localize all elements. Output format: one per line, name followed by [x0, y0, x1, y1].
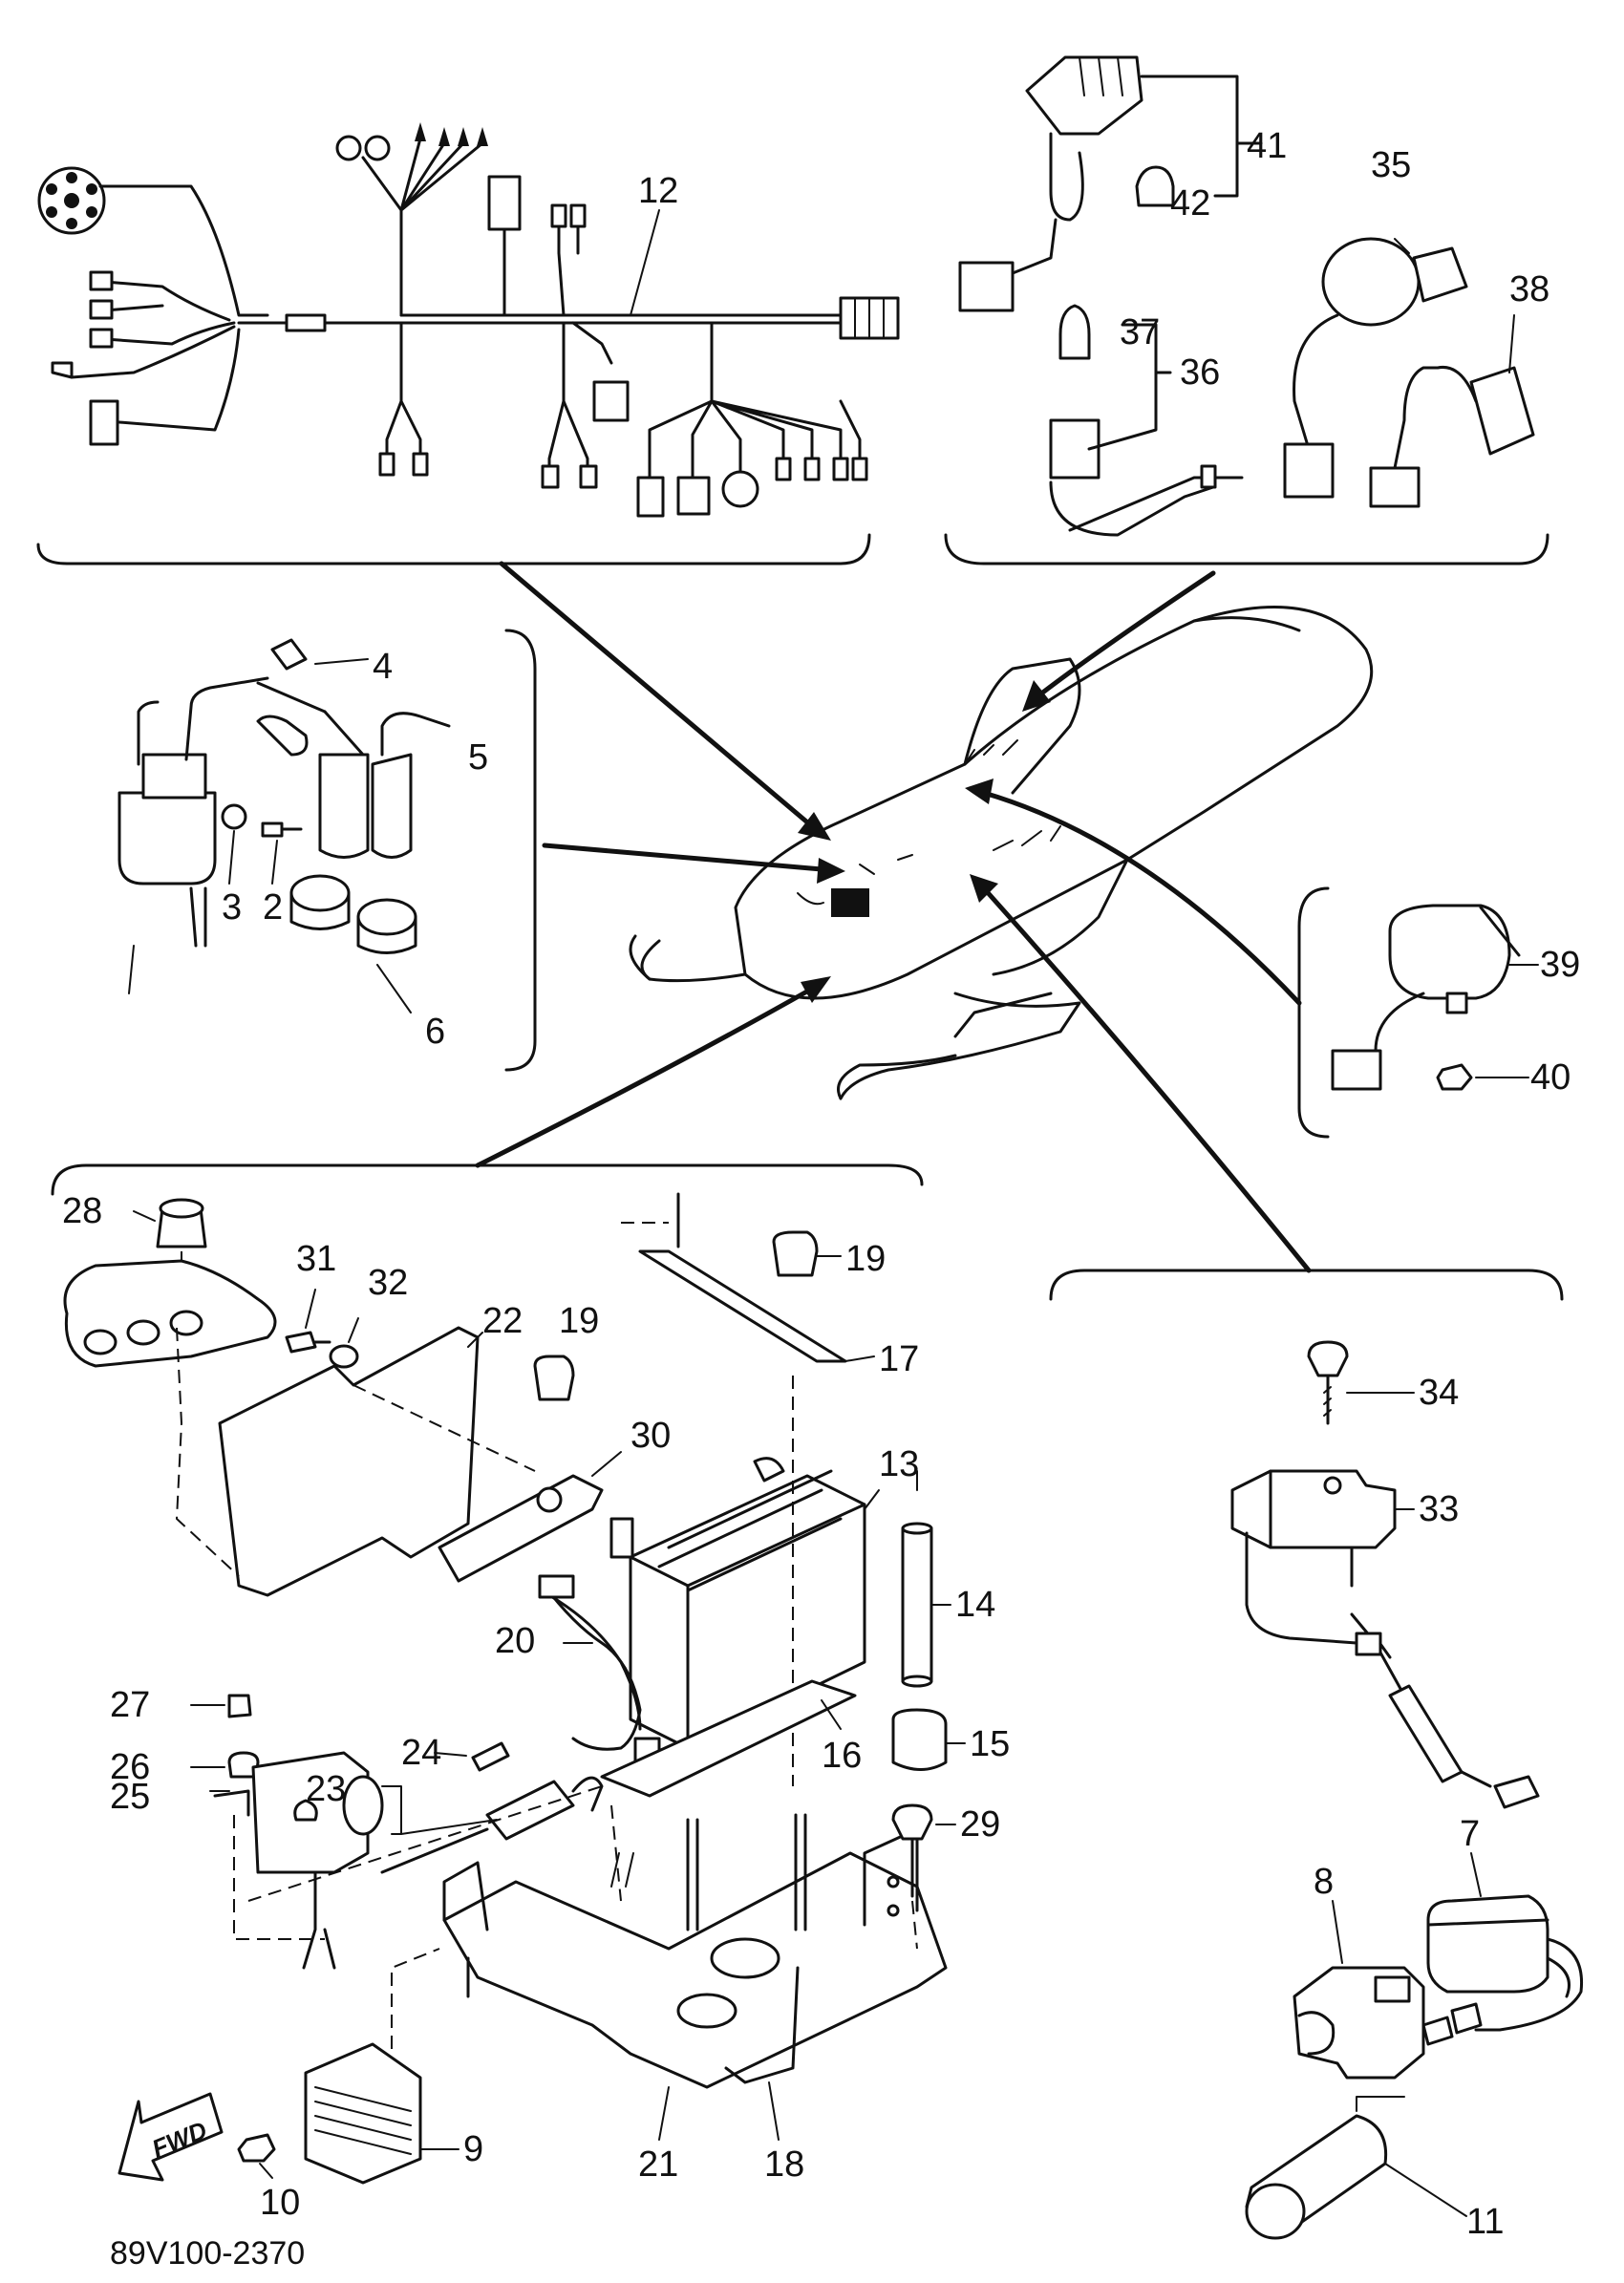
- harness-plug-a: [89, 399, 119, 446]
- label-2: 2: [263, 887, 283, 928]
- part-4-clip: [270, 638, 308, 671]
- label-6: 6: [425, 1012, 445, 1052]
- fwd-arrow: [118, 2092, 224, 2182]
- label-10: 10: [260, 2183, 300, 2223]
- label-36: 36: [1180, 352, 1220, 393]
- label-13: 13: [879, 1444, 919, 1484]
- ignition-coil: [118, 791, 217, 885]
- label-26: 26: [110, 1747, 150, 1787]
- label-16: 16: [822, 1736, 862, 1776]
- battery-group: [63, 1192, 966, 2185]
- part-33-sensor: [1230, 1469, 1397, 1549]
- part-27-nut: [227, 1694, 252, 1718]
- label-20: 20: [495, 1621, 535, 1661]
- part-38-stop-switch: [1469, 366, 1535, 456]
- figure-code: 89V100-2370: [110, 2235, 305, 2272]
- label-24: 24: [401, 1733, 441, 1773]
- part-31-bolt: [285, 1331, 317, 1354]
- part-29-bolt: [891, 1803, 933, 1841]
- part-15-damper: [891, 1708, 948, 1771]
- label-34: 34: [1419, 1373, 1459, 1413]
- label-28: 28: [62, 1191, 102, 1231]
- label-15: 15: [970, 1724, 1010, 1764]
- part-39-cdi-unit: [1388, 904, 1511, 1000]
- ignition-coil-group: [118, 638, 451, 1013]
- label-38: 38: [1509, 269, 1549, 309]
- label-19b: 19: [559, 1301, 599, 1341]
- part-40-nut: [1436, 1063, 1473, 1091]
- label-22: 22: [482, 1301, 523, 1341]
- label-23: 23: [306, 1769, 346, 1809]
- part-24-fuse: [471, 1741, 510, 1772]
- label-40: 40: [1530, 1057, 1571, 1098]
- label-37: 37: [1120, 312, 1160, 352]
- label-41: 41: [1247, 126, 1287, 166]
- part-5-plug-cap-a: [318, 753, 370, 859]
- label-7: 7: [1460, 1814, 1480, 1854]
- label-25: 25: [110, 1777, 150, 1817]
- label-21: 21: [638, 2144, 678, 2185]
- label-4: 4: [373, 647, 393, 687]
- relay-group: [1230, 1340, 1584, 2240]
- label-5: 5: [468, 737, 488, 778]
- part-10-nut: [237, 2133, 276, 2163]
- part-6-grommet-a: [289, 874, 351, 912]
- part-42-bulb: [1135, 165, 1175, 207]
- part-35-main-switch: [1321, 237, 1421, 327]
- part-32-washer: [329, 1344, 359, 1369]
- wire-harness-group: [37, 122, 900, 518]
- label-39: 39: [1540, 945, 1580, 985]
- part-16-pad: [600, 1679, 857, 1798]
- leader-arrows: [475, 561, 1312, 1273]
- part-3-nut: [221, 803, 247, 830]
- part-34-bolt: [1307, 1340, 1349, 1377]
- part-37-bulb: [1058, 304, 1091, 360]
- part-19-nut-a: [772, 1230, 819, 1277]
- label-27: 27: [110, 1685, 150, 1725]
- label-19a: 19: [845, 1239, 886, 1279]
- part-21-battery-box: [442, 1851, 948, 2089]
- vehicle-cdi-unit-mark: [831, 888, 869, 917]
- part-7-ignitor-unit: [1426, 1894, 1549, 1994]
- switch-parts-group: [958, 55, 1535, 537]
- label-30: 30: [630, 1416, 671, 1456]
- snowmobile-illustration: [629, 606, 1374, 1100]
- label-33: 33: [1419, 1489, 1459, 1529]
- part-2-bolt: [261, 821, 284, 838]
- label-18: 18: [764, 2144, 804, 2185]
- part-8-bracket: [1293, 1966, 1425, 2080]
- label-9: 9: [463, 2129, 483, 2169]
- label-17: 17: [879, 1339, 919, 1379]
- part-19-nut-b: [533, 1355, 575, 1401]
- label-8: 8: [1314, 1862, 1334, 1902]
- label-35: 35: [1371, 145, 1411, 185]
- label-3: 3: [222, 887, 242, 928]
- part-6-grommet-b: [356, 898, 417, 936]
- part-5-plug-cap-b: [371, 753, 413, 859]
- label-29: 29: [960, 1804, 1000, 1845]
- label-31: 31: [296, 1239, 336, 1279]
- cdi-unit-group: [1331, 904, 1539, 1091]
- part-22-cover: [218, 1326, 480, 1597]
- part-36-socket: [1049, 418, 1100, 480]
- part-14-rod: [901, 1526, 933, 1683]
- label-42: 42: [1170, 183, 1210, 224]
- label-12: 12: [638, 171, 678, 211]
- part-26-nut: [227, 1751, 260, 1779]
- label-32: 32: [368, 1263, 408, 1303]
- label-14: 14: [955, 1585, 995, 1625]
- label-11: 11: [1466, 2202, 1504, 2242]
